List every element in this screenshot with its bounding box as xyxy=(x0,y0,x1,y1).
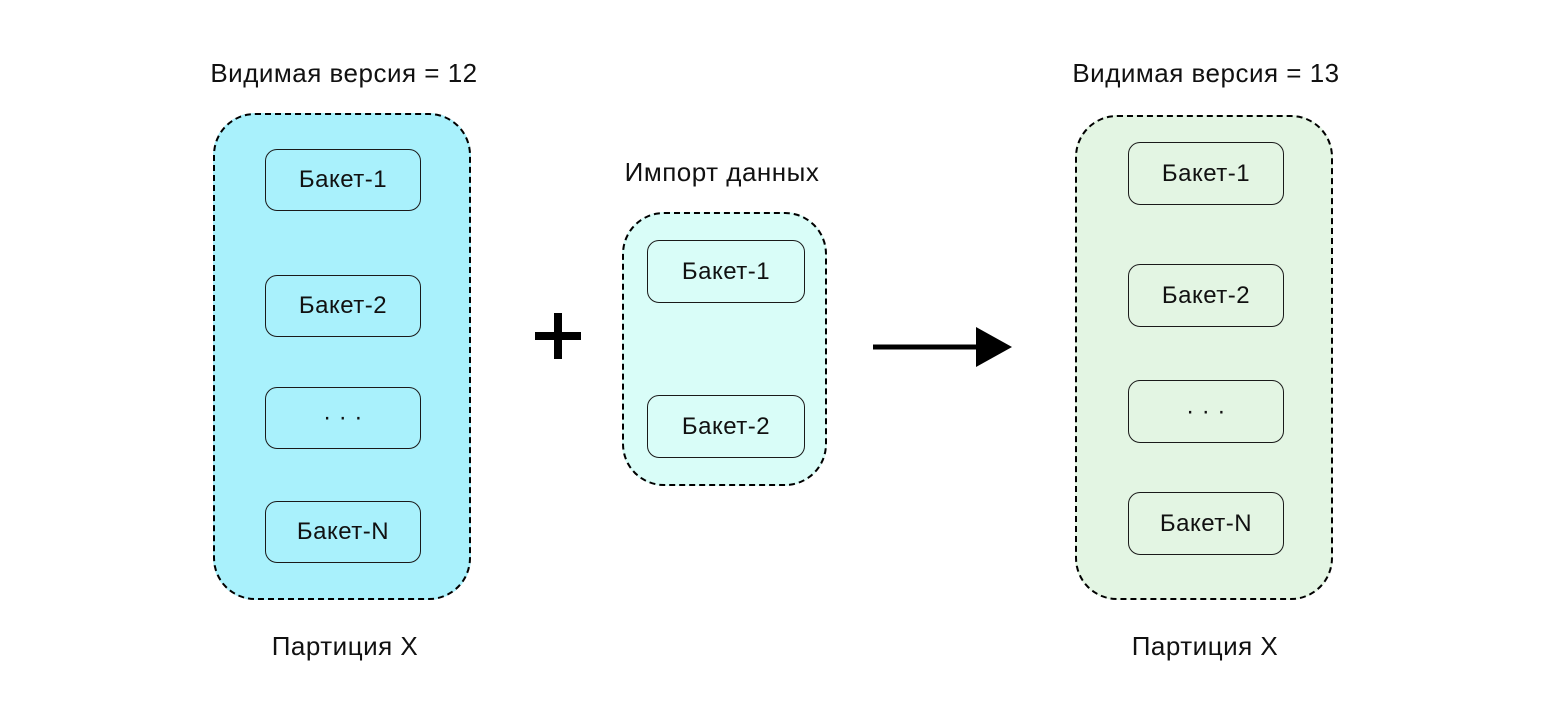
import-bucket-1: Бакет-1 xyxy=(647,240,805,303)
bucket-1: Бакет-1 xyxy=(265,149,421,211)
partition-box-left: Бакет-1 Бакет-2 · · · Бакет-N xyxy=(213,113,471,600)
bucket-n: Бакет-N xyxy=(1128,492,1284,555)
left-partition-label: Партиция X xyxy=(271,631,419,661)
import-bucket-2: Бакет-2 xyxy=(647,395,805,458)
plus-icon xyxy=(535,313,581,359)
right-version-title: Видимая версия = 13 xyxy=(1072,58,1340,88)
bucket-n: Бакет-N xyxy=(265,501,421,563)
partition-box-right: Бакет-1 Бакет-2 · · · Бакет-N xyxy=(1075,115,1333,600)
right-partition-label: Партиция X xyxy=(1131,631,1279,661)
bucket-more: · · · xyxy=(265,387,421,449)
bucket-1: Бакет-1 xyxy=(1128,142,1284,205)
left-version-title: Видимая версия = 12 xyxy=(210,58,478,88)
bucket-2: Бакет-2 xyxy=(1128,264,1284,327)
import-box: Бакет-1 Бакет-2 xyxy=(622,212,827,486)
import-title: Импорт данных xyxy=(624,157,820,187)
bucket-2: Бакет-2 xyxy=(265,275,421,337)
bucket-more: · · · xyxy=(1128,380,1284,443)
arrow-right-icon xyxy=(873,327,1012,367)
